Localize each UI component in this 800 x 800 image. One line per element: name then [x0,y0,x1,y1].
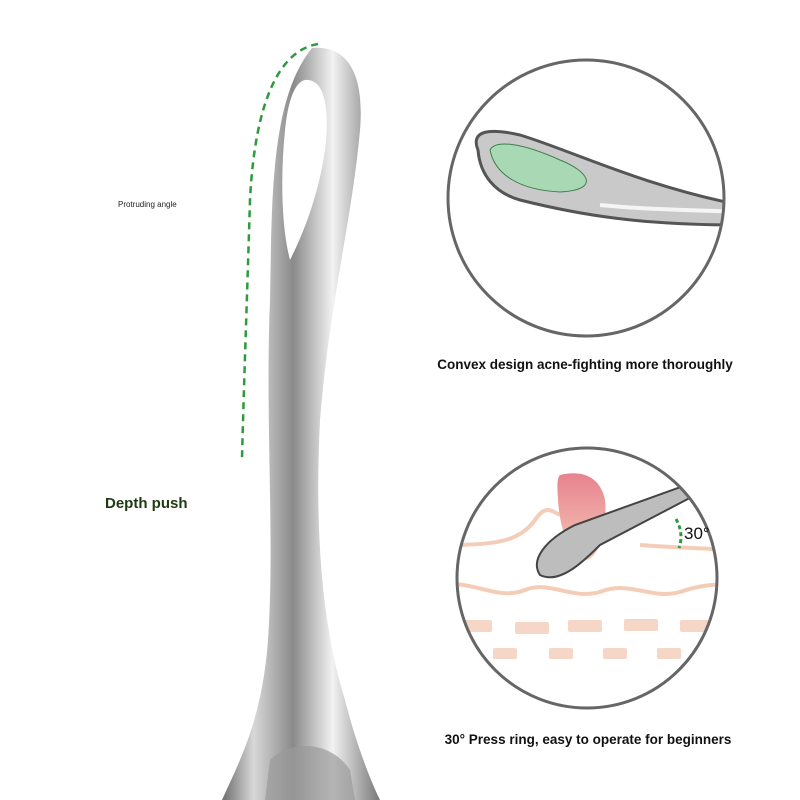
press-ring-detail [455,446,719,710]
angle-label: 30° [684,524,710,543]
press-ring-caption: 30° Press ring, easy to operate for begi… [444,732,732,747]
depth-push-label: Depth push [105,495,188,512]
protruding-angle-guide [240,42,319,459]
protruding-angle-label: Protruding angle [118,200,177,209]
extractor-tool [222,47,380,800]
convex-design-detail [446,58,726,338]
convex-design-caption: Convex design acne-fighting more thoroug… [437,357,733,372]
